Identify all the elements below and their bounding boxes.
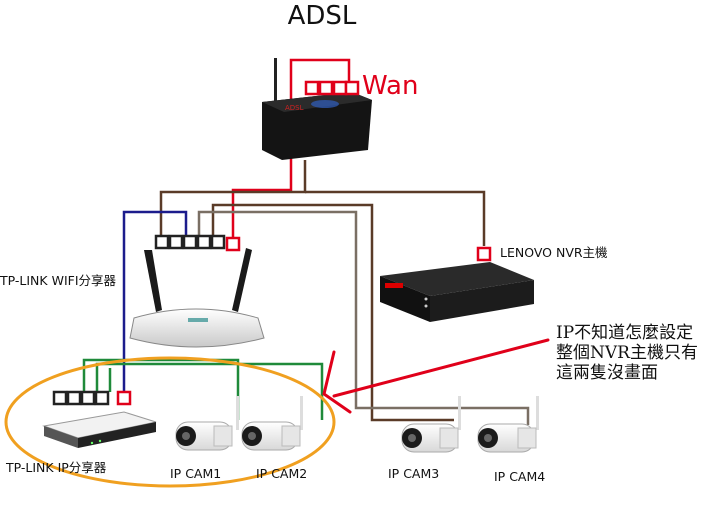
ip-cam-3 (401, 396, 461, 453)
wifi-router-wan-port (225, 236, 241, 252)
ip-cam-4 (477, 396, 539, 453)
label-cam4: IP CAM4 (494, 469, 545, 484)
label-cam1: IP CAM1 (170, 466, 221, 481)
cable-router-to-sharer-blue (122, 210, 188, 392)
cable-wan-red (289, 58, 351, 134)
wan-label: Wan (362, 71, 418, 101)
svg-text:ADSL: ADSL (285, 104, 304, 112)
ip-cam-1 (175, 396, 239, 451)
note-line-3: 這兩隻沒畫面 (556, 363, 658, 383)
nvr-port (476, 246, 492, 262)
wifi-router (129, 248, 265, 348)
cables (82, 58, 530, 425)
wifi-router-ports (154, 234, 226, 250)
label-nvr: LENOVO NVR主機 (500, 245, 608, 260)
cable-router-to-cam3 (211, 203, 454, 422)
note-arrow (322, 338, 550, 414)
label-wifi-router: TP-LINK WIFI分享器 (0, 273, 117, 288)
adsl-modem: ADSL (262, 58, 372, 160)
note-line-1: IP不知道怎麼設定 (556, 323, 693, 343)
highlight-ellipse (4, 356, 336, 488)
ip-sharer-wan-port (116, 390, 132, 406)
cable-router-to-nvr-brown (305, 190, 486, 246)
modem-wan-ports (304, 80, 360, 96)
ip-cam-2 (241, 396, 303, 451)
label-ip-sharer: TP-LINK IP分享器 (5, 460, 107, 475)
cable-sharer-to-cam2 (95, 362, 324, 420)
ip-sharer-ports (52, 390, 110, 406)
diagram-title: ADSL (288, 1, 357, 31)
lenovo-nvr (380, 262, 534, 322)
ip-sharer (42, 411, 157, 448)
label-cam2: IP CAM2 (256, 466, 307, 481)
cable-modem-to-nvr-brown (159, 160, 307, 236)
note-line-2: 整個NVR主機只有 (556, 343, 698, 363)
cable-router-to-cam4 (197, 210, 530, 425)
cable-modem-to-router-red (231, 134, 293, 238)
cable-sharer-to-cam1 (82, 358, 240, 420)
label-cam3: IP CAM3 (388, 466, 439, 481)
